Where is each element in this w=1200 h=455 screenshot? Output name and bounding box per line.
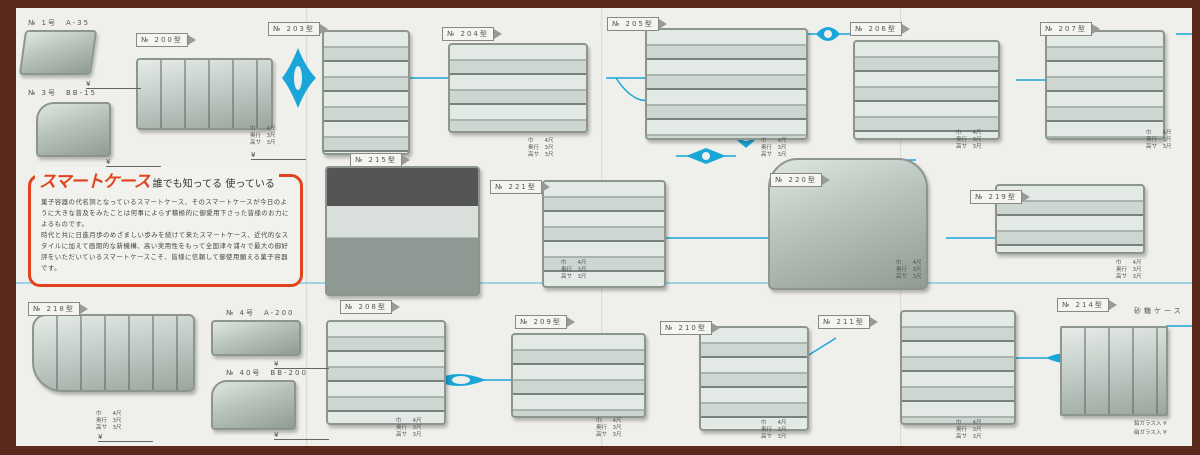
price-line: ¥ <box>274 431 329 440</box>
intro-text: 菓子容器の代名詞となっているスマートケース、そのスマートケースが今日のように大き… <box>41 197 292 274</box>
spec-text: 巾 4尺 奥行 3尺 高サ 3尺 <box>561 260 587 280</box>
product-image <box>448 43 588 133</box>
spec-text: 巾 4尺 奥行 3尺 高サ 3尺 <box>396 418 422 438</box>
product-label: № 215型 <box>350 153 410 167</box>
product-image <box>511 333 646 418</box>
product-image <box>645 28 808 140</box>
spec-text: 巾 4尺 奥行 3尺 高サ 3尺 <box>956 130 982 150</box>
product-label: № 210型 <box>660 321 720 335</box>
product-label: № 208型 <box>340 300 400 314</box>
product-label: № 214型 <box>1057 298 1117 312</box>
product-image <box>900 310 1016 425</box>
spec-text: 巾 4尺 奥行 3尺 高サ 3尺 <box>761 420 787 440</box>
product-label: № 205型 <box>607 17 667 31</box>
spec-text: 巾 4尺 奥行 3尺 高サ 3尺 <box>956 420 982 440</box>
product-label: № 1号 A-35 <box>28 19 91 27</box>
product-image <box>326 320 446 425</box>
intro-box: スマートケース誰でも知ってる 使っている 菓子容器の代名詞となっているスマートケ… <box>28 167 303 287</box>
spec-text: 巾 4尺 奥行 3尺 高サ 3尺 <box>1146 130 1172 150</box>
product-label: № 206型 <box>850 22 910 36</box>
price-line: ¥ <box>86 80 141 89</box>
product-label: № 3号 BB-15 <box>28 89 97 97</box>
product-image <box>325 166 480 296</box>
sugar-case-label: 砂糖ケース <box>1134 307 1184 315</box>
spec-text: 巾 4尺 奥行 3尺 高サ 3尺 <box>761 138 787 158</box>
spec-text: 巾 4尺 奥行 3尺 高サ 3尺 <box>250 126 276 146</box>
product-label: № 221型 <box>490 180 550 194</box>
price-line: ¥ <box>251 151 306 160</box>
product-label: № 4号 A-200 <box>226 309 295 317</box>
product-image <box>18 30 98 75</box>
price-line: ¥ <box>98 433 153 442</box>
product-label: № 200型 <box>136 33 196 47</box>
product-image <box>136 58 273 130</box>
fold-line <box>306 8 309 446</box>
product-image <box>32 314 195 392</box>
brochure-spread: スマートケース誰でも知ってる 使っている 菓子容器の代名詞となっているスマートケ… <box>16 8 1192 446</box>
product-label: № 209型 <box>515 315 575 329</box>
product-label: № 204型 <box>442 27 502 41</box>
product-image <box>211 380 296 430</box>
product-label: № 218型 <box>28 302 88 316</box>
product-image <box>699 326 809 431</box>
spec-text: 巾 4尺 奥行 3尺 高サ 3尺 <box>1116 260 1142 280</box>
brand-logo: スマートケース <box>39 172 151 192</box>
spec-text: 巾 4尺 奥行 3尺 高サ 3尺 <box>528 138 554 158</box>
intro-paragraph: 時代と共に日進月歩のめざましい歩みを続けて来たスマートケース、近代的なスタイルに… <box>41 231 289 272</box>
product-image <box>1045 30 1165 140</box>
product-label: № 220型 <box>770 173 830 187</box>
product-image <box>322 30 410 155</box>
product-image <box>853 40 1000 140</box>
price-text: 鉛ガラス入 ¥ <box>1134 421 1167 427</box>
spec-text: 巾 4尺 奥行 3尺 高サ 3尺 <box>896 260 922 280</box>
product-image <box>36 102 111 157</box>
intro-paragraph: 菓子容器の代名詞となっているスマートケース、そのスマートケースが今日のように大き… <box>41 198 289 228</box>
product-label: № 207型 <box>1040 22 1100 36</box>
price-text: 硝ガラス入 ¥ <box>1134 430 1167 436</box>
spec-text: 巾 4尺 奥行 3尺 高サ 3尺 <box>596 418 622 438</box>
product-label: № 203型 <box>268 22 328 36</box>
product-label: № 219型 <box>970 190 1030 204</box>
product-label: № 211型 <box>818 315 878 329</box>
product-label: № 40号 BB-200 <box>226 369 308 377</box>
product-image <box>1060 326 1168 416</box>
tagline: 誰でも知ってる 使っている <box>152 179 275 190</box>
spec-text: 巾 4尺 奥行 3尺 高サ 3尺 <box>96 411 122 431</box>
price-line: ¥ <box>106 158 161 167</box>
price-line: ¥ <box>274 360 329 369</box>
product-image <box>211 320 301 356</box>
product-image <box>542 180 666 288</box>
